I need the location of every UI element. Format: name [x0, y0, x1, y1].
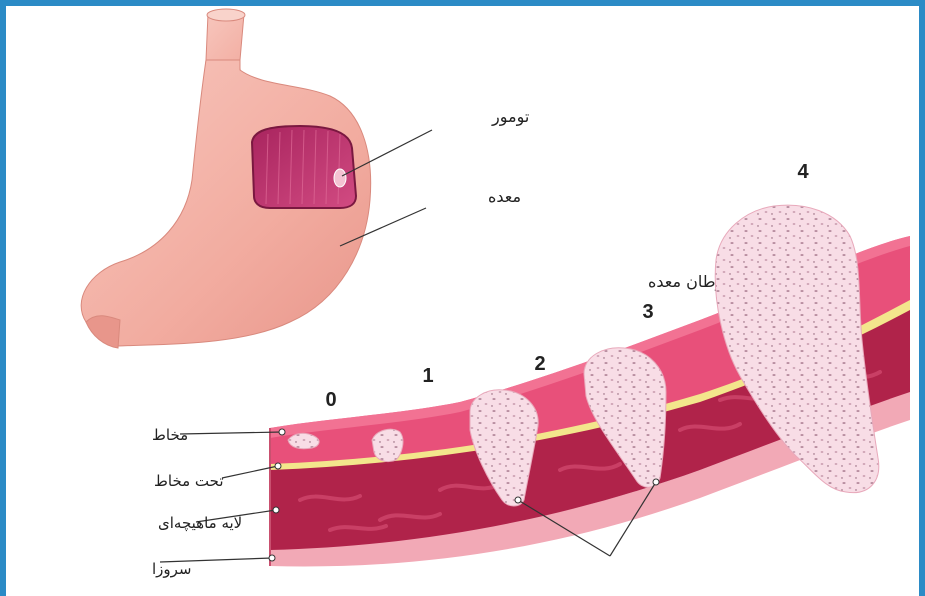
label-mucosa: مخاط — [152, 426, 188, 444]
label-serosa: سروزا — [152, 560, 192, 578]
label-muscle-layer: لایه ماهیچه‌ای — [158, 514, 242, 532]
stomach-illustration — [81, 9, 370, 348]
stage-number-1: 1 — [422, 365, 433, 387]
stage-number-4: 4 — [797, 161, 809, 183]
tumor-spot — [334, 169, 346, 187]
stage-number-2: 2 — [534, 353, 545, 375]
stage-number-0: 0 — [325, 389, 336, 411]
label-stomach: معده — [488, 187, 521, 206]
label-submucosa: تحت مخاط — [154, 472, 224, 490]
layer-labels: مخاط تحت مخاط لایه ماهیچه‌ای سروزا — [152, 426, 285, 578]
tumor-stage-0 — [288, 433, 319, 448]
stage-number-3: 3 — [642, 301, 653, 323]
tumor-stage-1 — [372, 429, 403, 461]
esophagus-opening — [207, 9, 245, 21]
stomach-cancer-diagram: تومور معده مراحل سرطان معده 0 — [6, 6, 919, 596]
duodenum-stub — [86, 316, 120, 348]
diagram-frame: تومور معده مراحل سرطان معده 0 — [6, 6, 919, 596]
label-tumor: تومور — [491, 107, 529, 127]
